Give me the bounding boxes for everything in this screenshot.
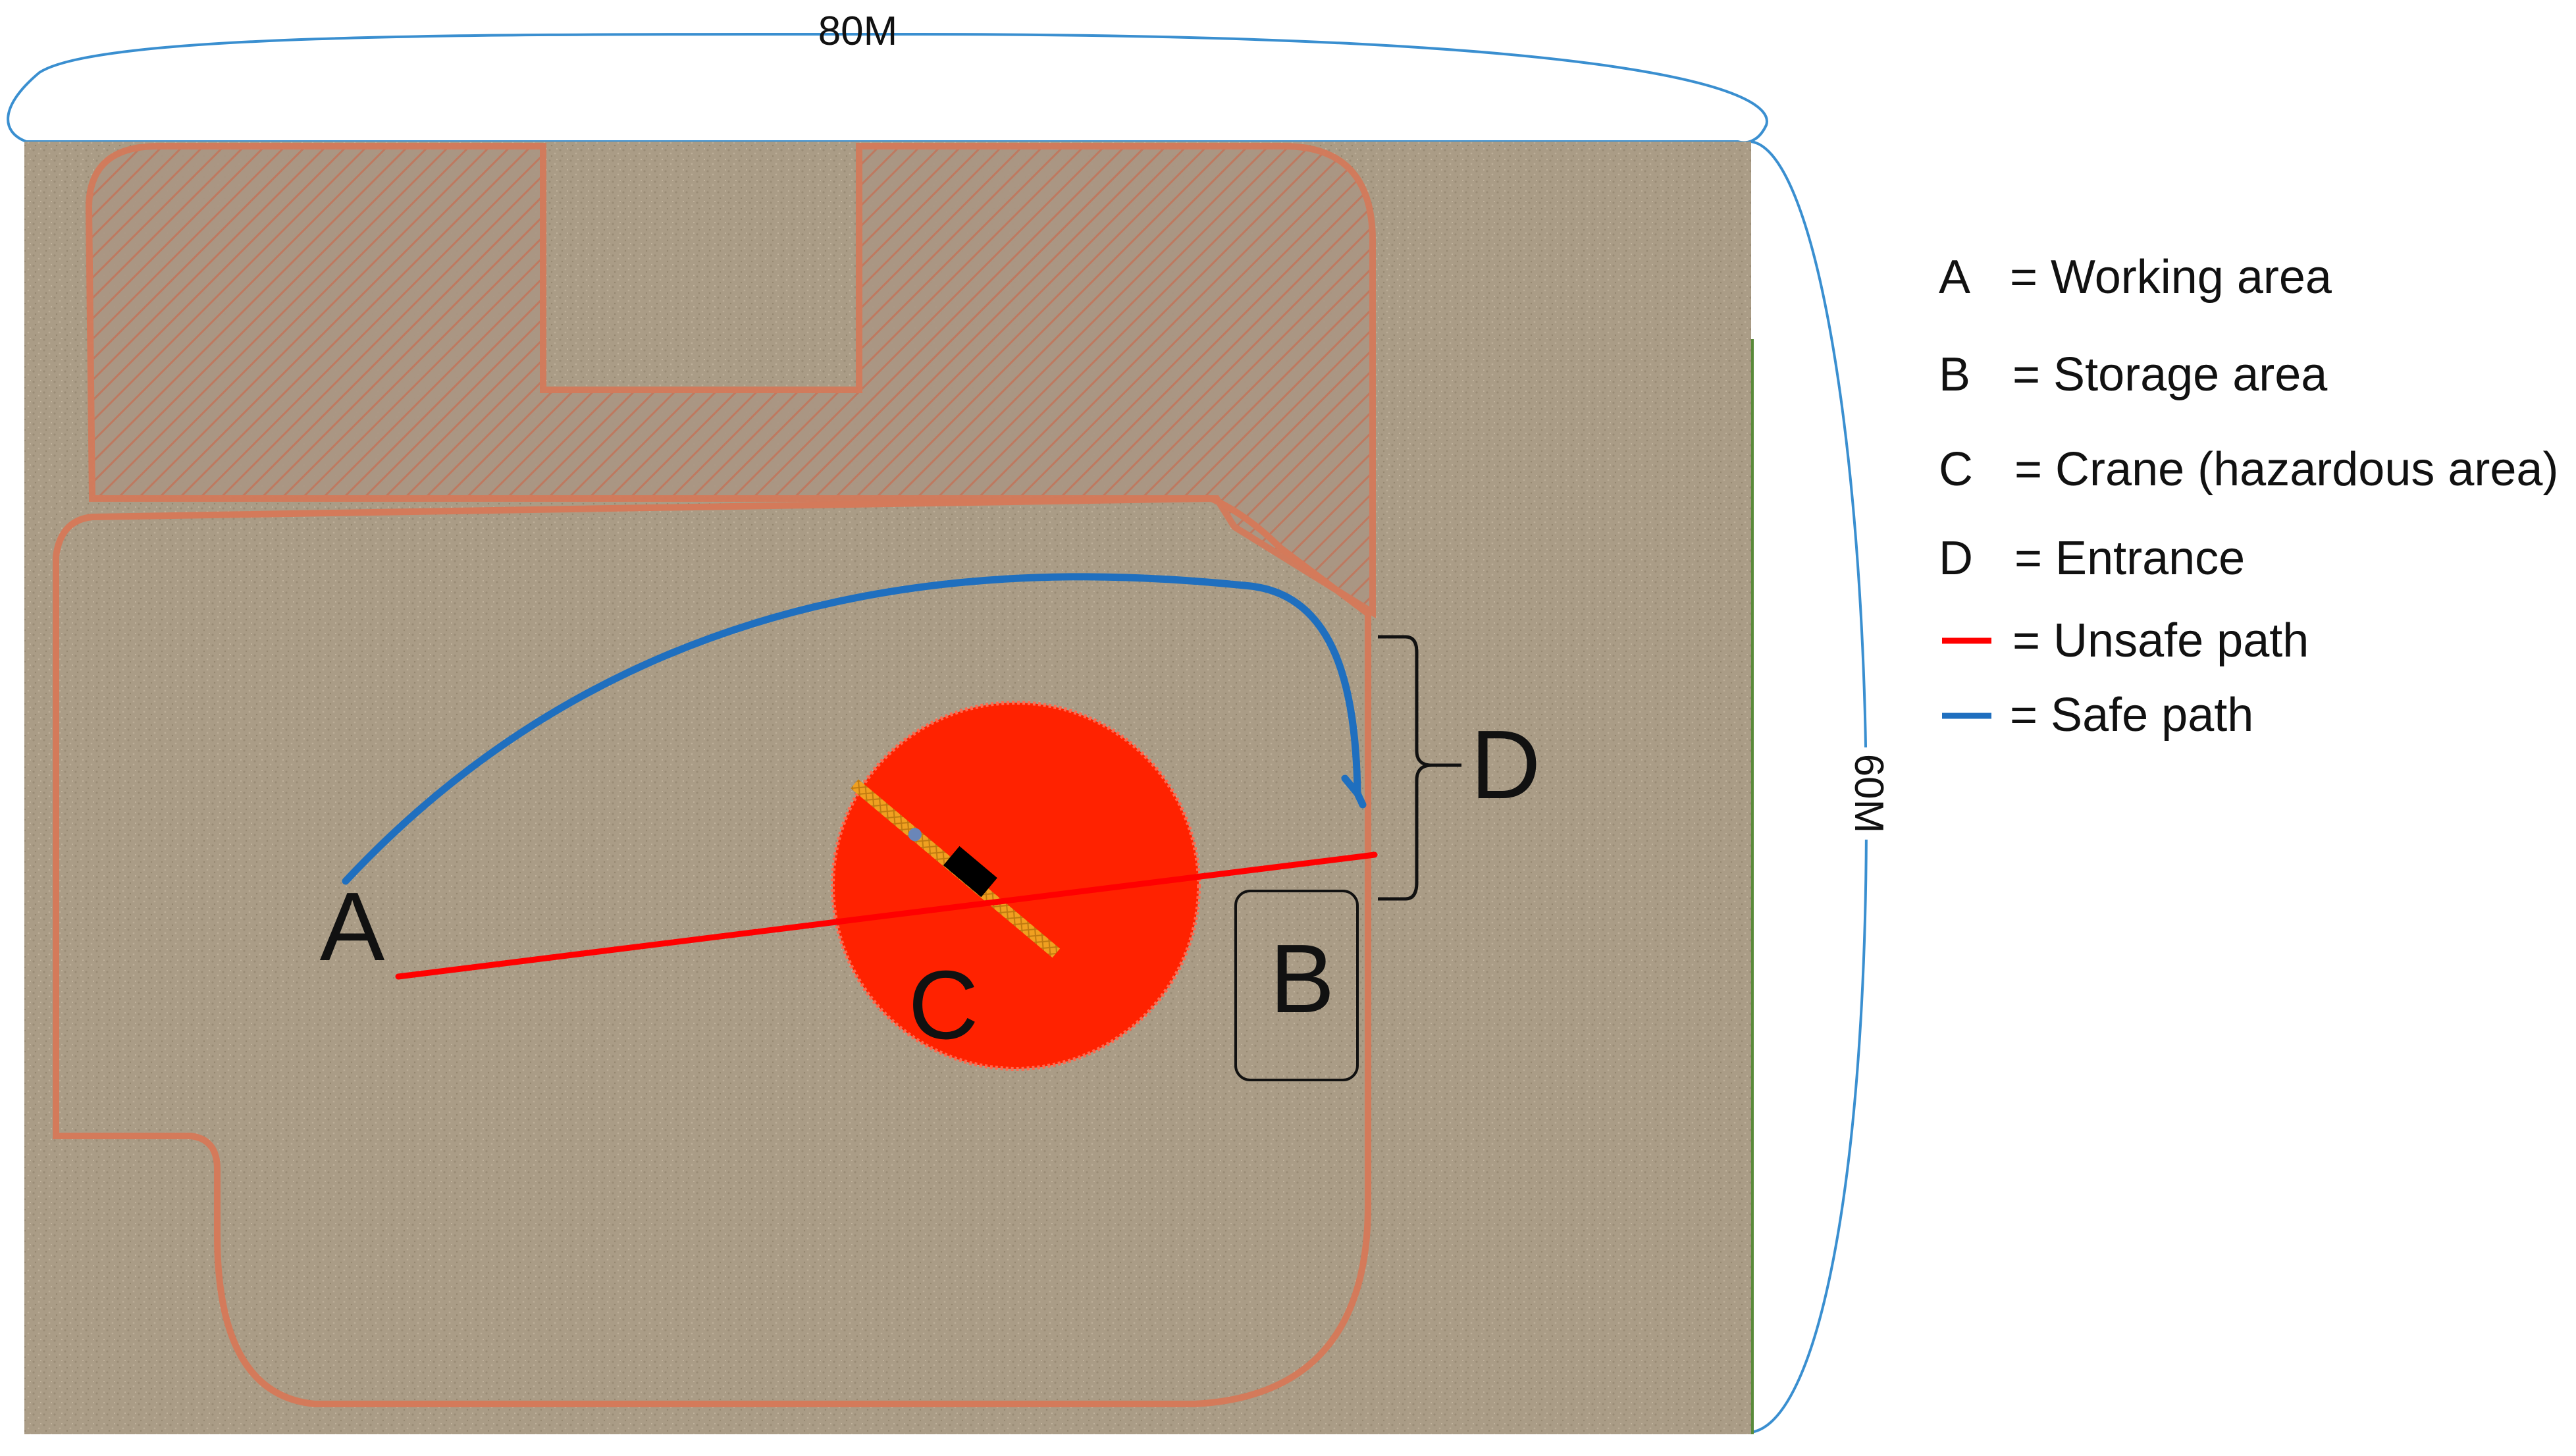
safe-path (342, 573, 1367, 885)
legend-key-a: A (1939, 251, 1970, 304)
storage-area-box (1234, 890, 1359, 1081)
label-b-storage-area: B (1270, 925, 1335, 1033)
width-dimension-label: 80M (818, 9, 898, 54)
legend-text-unsafe-path: = Unsafe path (2012, 614, 2309, 667)
legend-text-c: = Crane (hazardous area) (2014, 443, 2558, 496)
label-c-crane: C (908, 951, 979, 1060)
site-boundary (53, 495, 1371, 1407)
legend-text-safe-path: = Safe path (2010, 689, 2253, 741)
legend-text-a: = Working area (2010, 251, 2332, 304)
unsafe-path (395, 851, 1378, 980)
crane-icon (851, 779, 1061, 958)
entrance-bracket (1378, 635, 1461, 901)
crane-hazard-zone (831, 701, 1201, 1071)
label-a-working-area: A (320, 873, 385, 981)
legend: A = Working area B = Storage area C = Cr… (1939, 251, 2558, 741)
legend-key-b: B (1939, 348, 1970, 401)
legend-key-c: C (1939, 443, 1973, 496)
label-d-entrance: D (1471, 711, 1541, 819)
restricted-hatched-zone (85, 143, 1376, 618)
legend-text-b: = Storage area (2012, 348, 2328, 401)
height-dimension-label: 60M (1846, 754, 1891, 834)
legend-text-d: = Entrance (2014, 532, 2245, 585)
legend-key-d: D (1939, 532, 1973, 585)
